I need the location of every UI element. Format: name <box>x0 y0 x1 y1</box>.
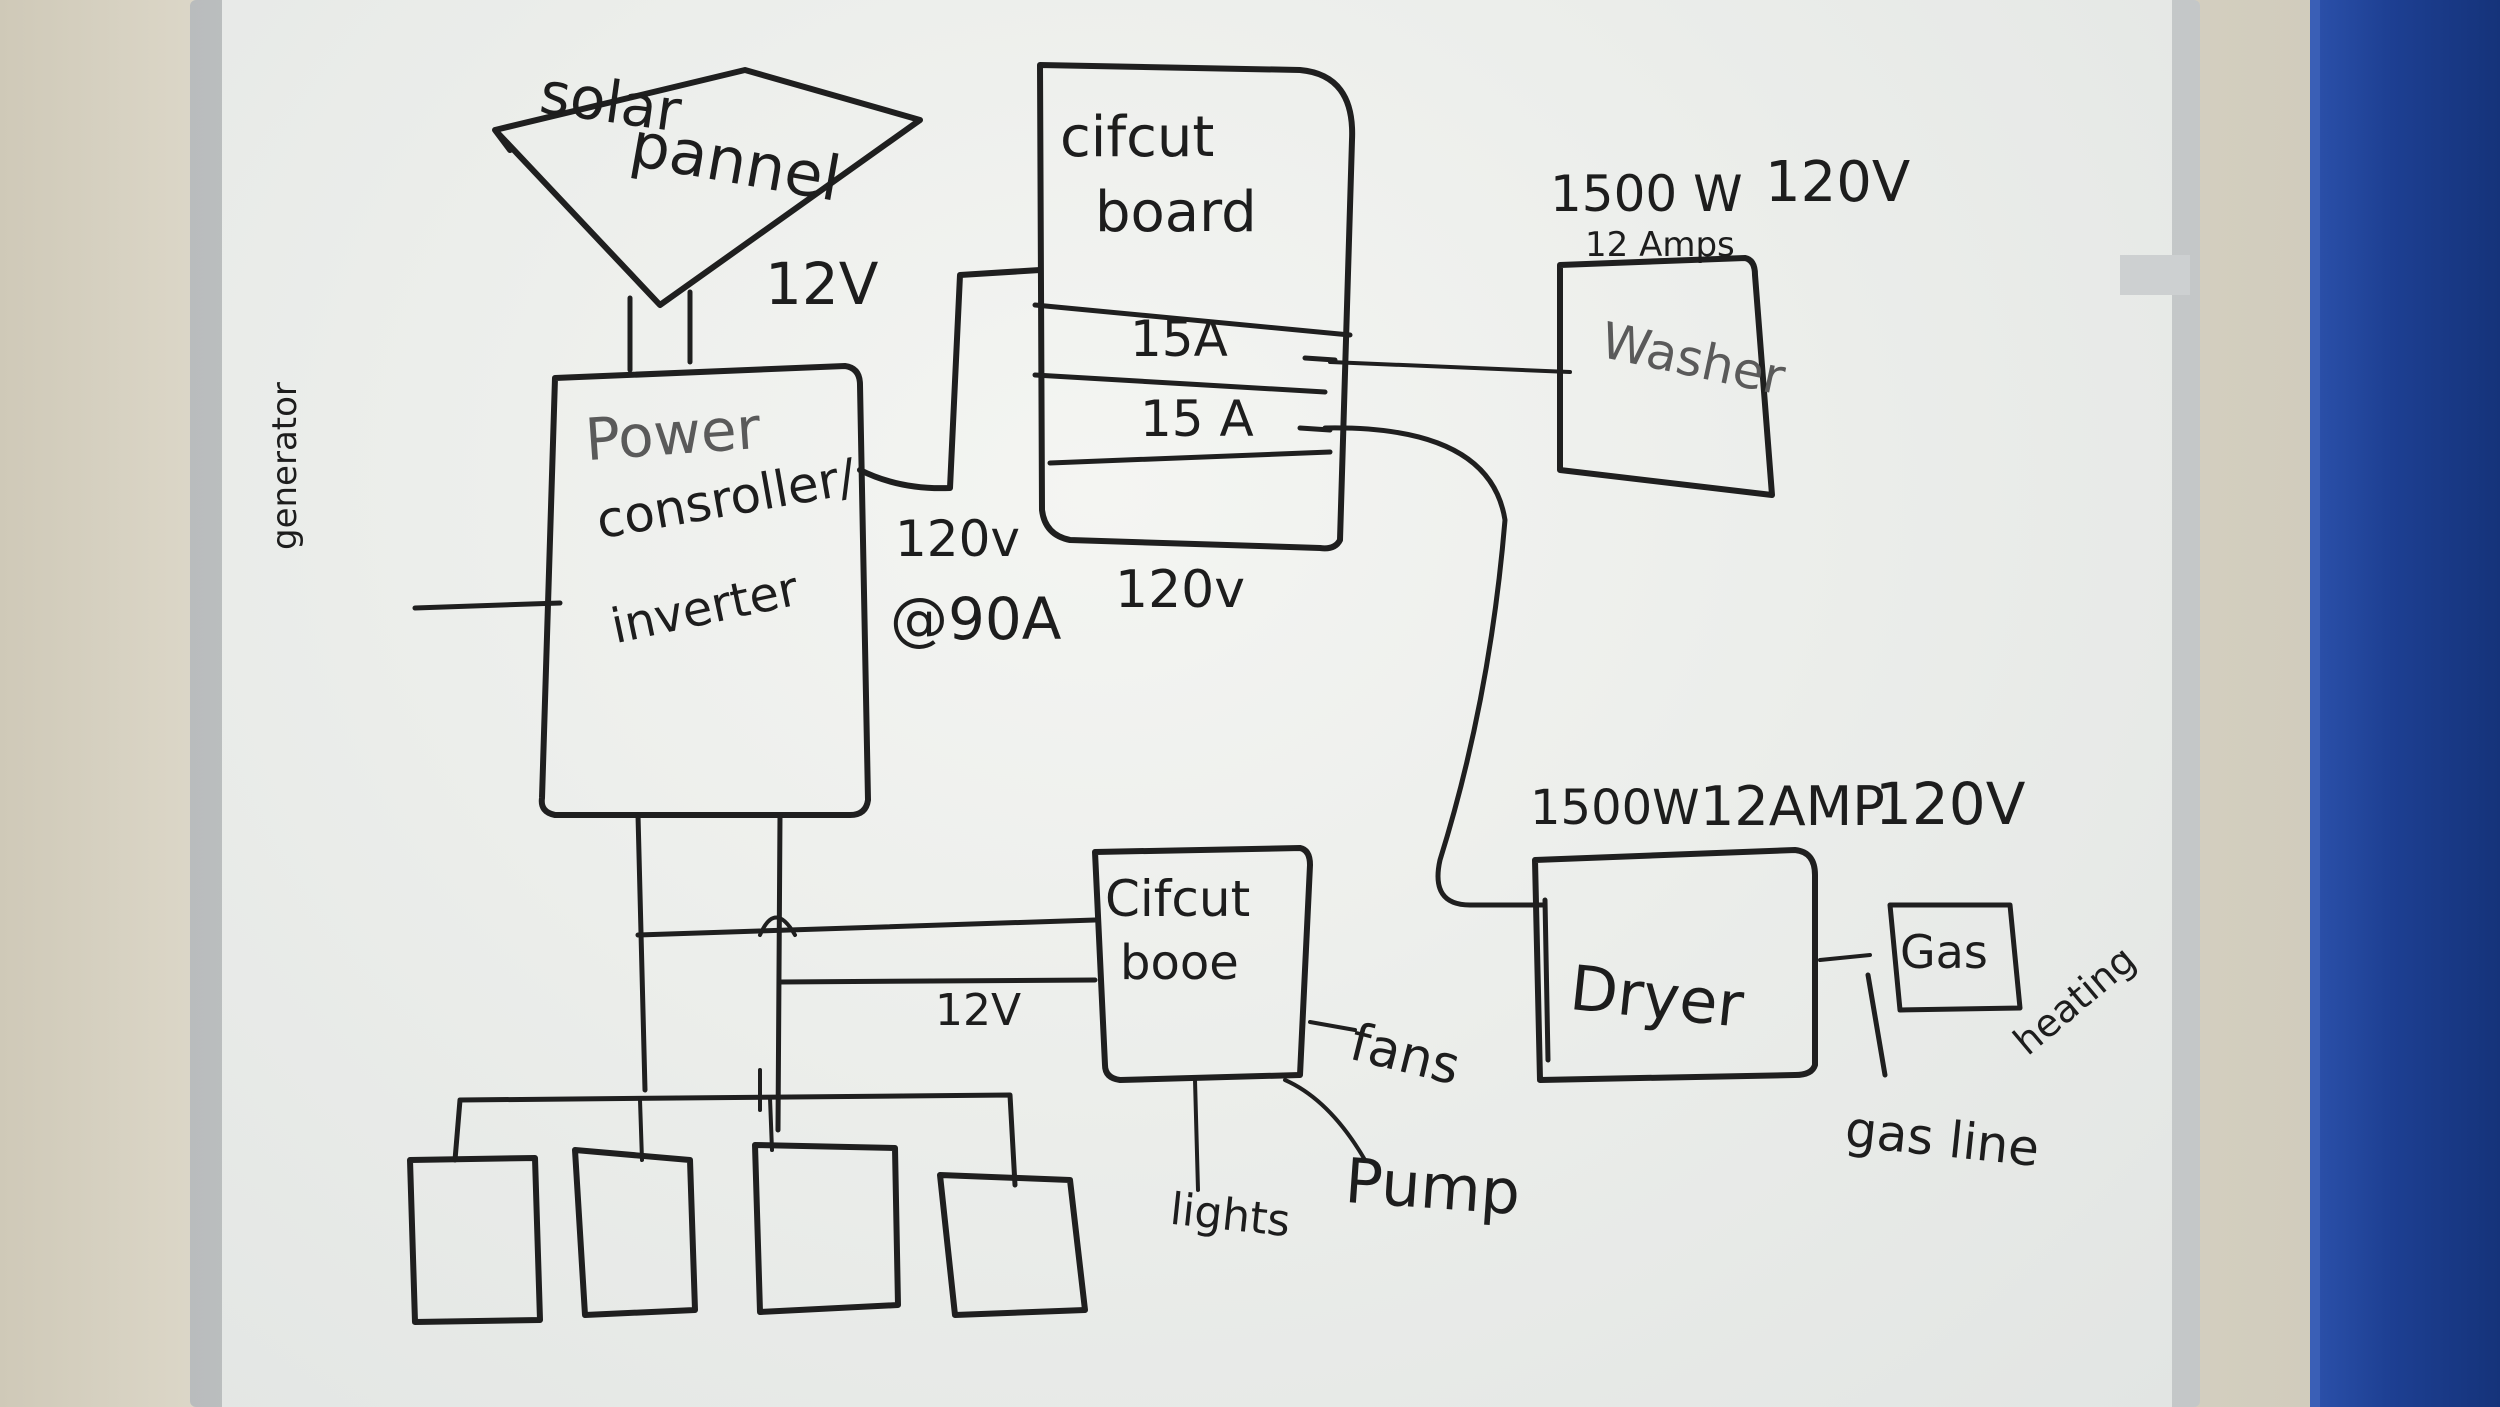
gas-line-stroke <box>1865 972 1888 1078</box>
dryer-box <box>1532 847 1818 1083</box>
dryer-power-label: 1500W <box>1530 780 1700 836</box>
generator-label: generator <box>265 382 305 550</box>
bus-drop-2 <box>638 1098 644 1162</box>
gas-label: Gas <box>1900 925 1988 979</box>
gas-connector <box>1818 953 1872 962</box>
trunk-left <box>635 812 648 1093</box>
breaker-divider-3 <box>1047 449 1333 466</box>
dryer-left-edge <box>1542 897 1551 1063</box>
wire-crossover <box>758 915 797 937</box>
washer-box <box>1557 255 1775 498</box>
dryer-wire <box>1322 425 1548 908</box>
washer-power-label: 1500 W <box>1550 165 1743 223</box>
lights-wire <box>1193 1078 1200 1192</box>
bottom-box-1 <box>407 1155 543 1325</box>
bottom-bus <box>452 1092 1018 1188</box>
small-circuit-board-box <box>1092 845 1313 1083</box>
small-circuit-board-label-2: booe <box>1120 935 1239 991</box>
washer-amps-label: 12 Amps <box>1585 225 1735 265</box>
power-controller-box <box>538 363 871 818</box>
bus-drop-3 <box>768 1096 774 1152</box>
inverter-output-label-1: 120v <box>895 510 1021 568</box>
pump-label: Pump <box>1342 1143 1523 1230</box>
breaker-divider-1 <box>1032 302 1353 338</box>
solar-voltage-label: 12V <box>765 250 879 318</box>
breaker-divider-2 <box>1032 372 1328 395</box>
board-voltage-label: 120v <box>1115 560 1246 620</box>
washer-voltage-label: 120V <box>1765 150 1911 215</box>
dryer-voltage-label: 120V <box>1875 770 2026 838</box>
washer-wire <box>1328 360 1572 374</box>
inverter-to-board-wire <box>857 267 1043 492</box>
generator-wire <box>412 600 563 611</box>
dc-wire-top <box>635 917 1098 938</box>
frame-bracket <box>2120 255 2190 295</box>
bottom-box-4 <box>937 1172 1088 1318</box>
breaker-2-label: 15 A <box>1140 390 1254 448</box>
trunk-right <box>775 812 783 1133</box>
bottom-box-2 <box>572 1147 698 1318</box>
inverter-output-label-2: @90A <box>890 585 1062 653</box>
small-circuit-board-label-1: Cifcut <box>1105 870 1251 928</box>
main-circuit-board-label-2: board <box>1095 180 1257 245</box>
gas-box <box>1887 902 2023 1013</box>
bottom-box-3 <box>752 1142 901 1315</box>
power-controller-label-1: Power <box>582 393 763 475</box>
fans-wire <box>1308 1020 1357 1032</box>
dryer-amps-label: 12AMP <box>1700 775 1885 838</box>
main-circuit-board-label-1: cifcut <box>1060 105 1215 170</box>
dc-wire-bottom <box>777 977 1098 985</box>
main-circuit-board-box <box>1037 62 1356 552</box>
blue-door-frame <box>2320 0 2500 1407</box>
breaker-tick-1 <box>1302 355 1338 363</box>
pump-wire <box>1283 1078 1367 1162</box>
breaker-1-label: 15A <box>1130 310 1228 368</box>
solar-panel-shape <box>492 67 923 308</box>
dc-voltage-label: 12V <box>935 985 1022 1036</box>
